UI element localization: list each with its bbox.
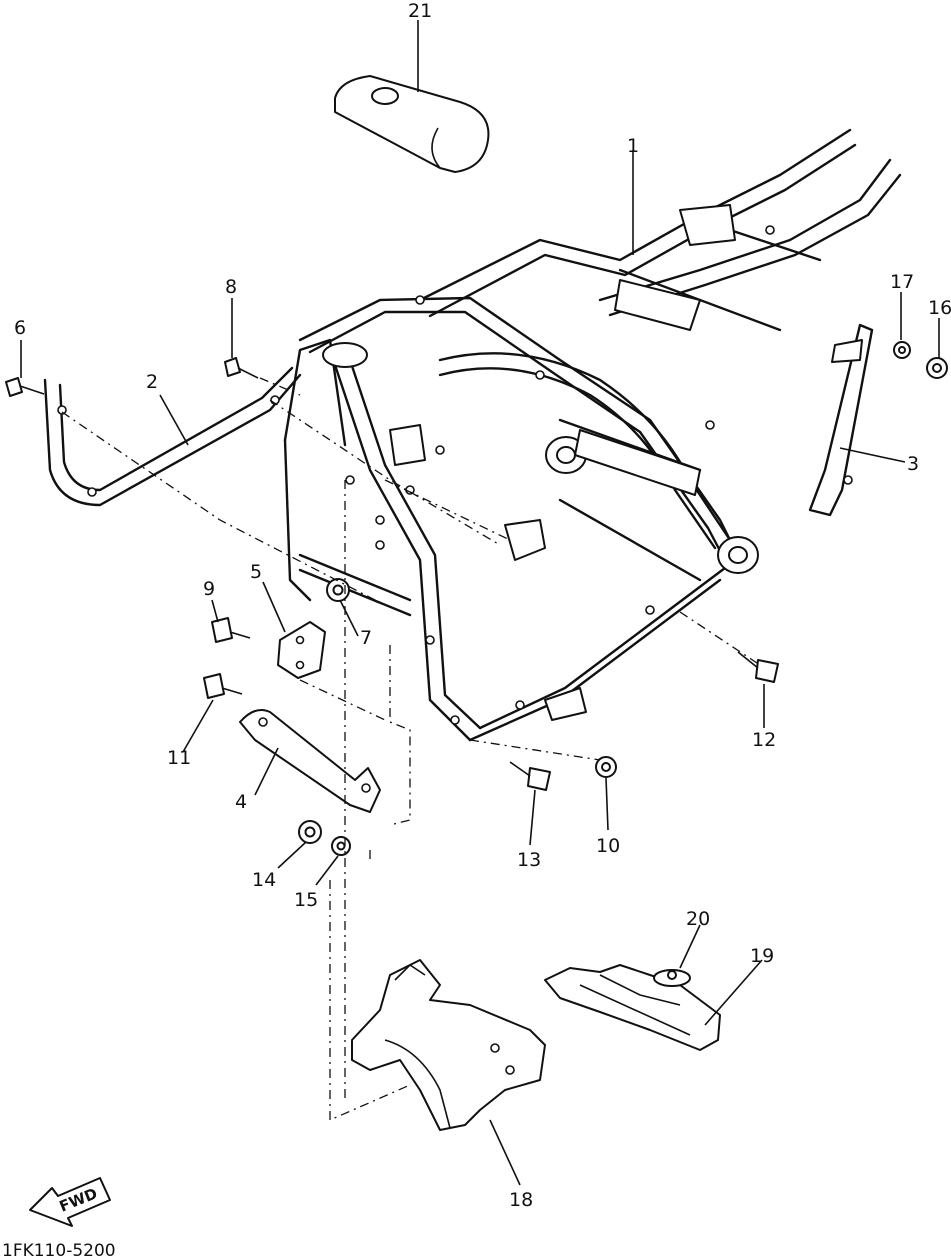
callout-13: 13 bbox=[517, 849, 541, 871]
callout-10: 10 bbox=[596, 835, 620, 857]
fwd-arrow-icon: FWD bbox=[29, 1177, 111, 1227]
part-5-plate bbox=[277, 621, 326, 679]
callout-18: 18 bbox=[509, 1189, 533, 1211]
part-1-main-frame bbox=[283, 128, 902, 742]
part-11-bolt bbox=[203, 673, 243, 699]
callout-17: 17 bbox=[890, 271, 914, 293]
callout-11: 11 bbox=[167, 747, 191, 769]
callout-7: 7 bbox=[360, 627, 372, 649]
part-16-bolt bbox=[926, 357, 948, 379]
part-21-cover bbox=[334, 75, 490, 173]
part-4-bracket bbox=[239, 709, 381, 813]
callout-2: 2 bbox=[146, 371, 158, 393]
callout-3: 3 bbox=[907, 453, 919, 475]
part-19-shield bbox=[544, 964, 721, 1051]
part-9-bolt bbox=[211, 617, 251, 643]
part-10-nut bbox=[595, 756, 617, 778]
callout-19: 19 bbox=[750, 945, 774, 967]
part-14-nut bbox=[298, 820, 322, 844]
callout-4: 4 bbox=[235, 791, 247, 813]
assembly-lines bbox=[61, 377, 761, 1121]
callout-12: 12 bbox=[752, 729, 776, 751]
part-13-bolt bbox=[509, 761, 551, 791]
callout-15: 15 bbox=[294, 889, 318, 911]
callout-1: 1 bbox=[627, 135, 639, 157]
part-17-washer bbox=[893, 341, 911, 359]
drawing-code: 1FK110-5200 bbox=[2, 1241, 116, 1260]
callout-6: 6 bbox=[14, 317, 26, 339]
part-12-bolt bbox=[737, 651, 779, 683]
callout-16: 16 bbox=[928, 297, 951, 319]
part-18-cover bbox=[351, 959, 546, 1131]
callout-9: 9 bbox=[203, 578, 215, 600]
part-15-nut bbox=[331, 836, 351, 856]
callout-8: 8 bbox=[225, 276, 237, 298]
part-6-bolt bbox=[5, 377, 45, 397]
part-3-stay bbox=[808, 323, 874, 517]
callout-21: 21 bbox=[408, 0, 432, 22]
callout-14: 14 bbox=[252, 869, 276, 891]
part-2-rail bbox=[43, 366, 302, 507]
part-8-bolt bbox=[224, 357, 259, 379]
part-20-clip bbox=[653, 969, 691, 987]
callout-20: 20 bbox=[686, 908, 710, 930]
leader-lines bbox=[20, 20, 940, 1186]
part-7-nut bbox=[326, 578, 350, 602]
callout-5: 5 bbox=[250, 561, 262, 583]
callout-numbers: 21 1 2 3 4 5 6 7 8 9 10 11 12 13 14 15 1… bbox=[14, 0, 951, 1211]
